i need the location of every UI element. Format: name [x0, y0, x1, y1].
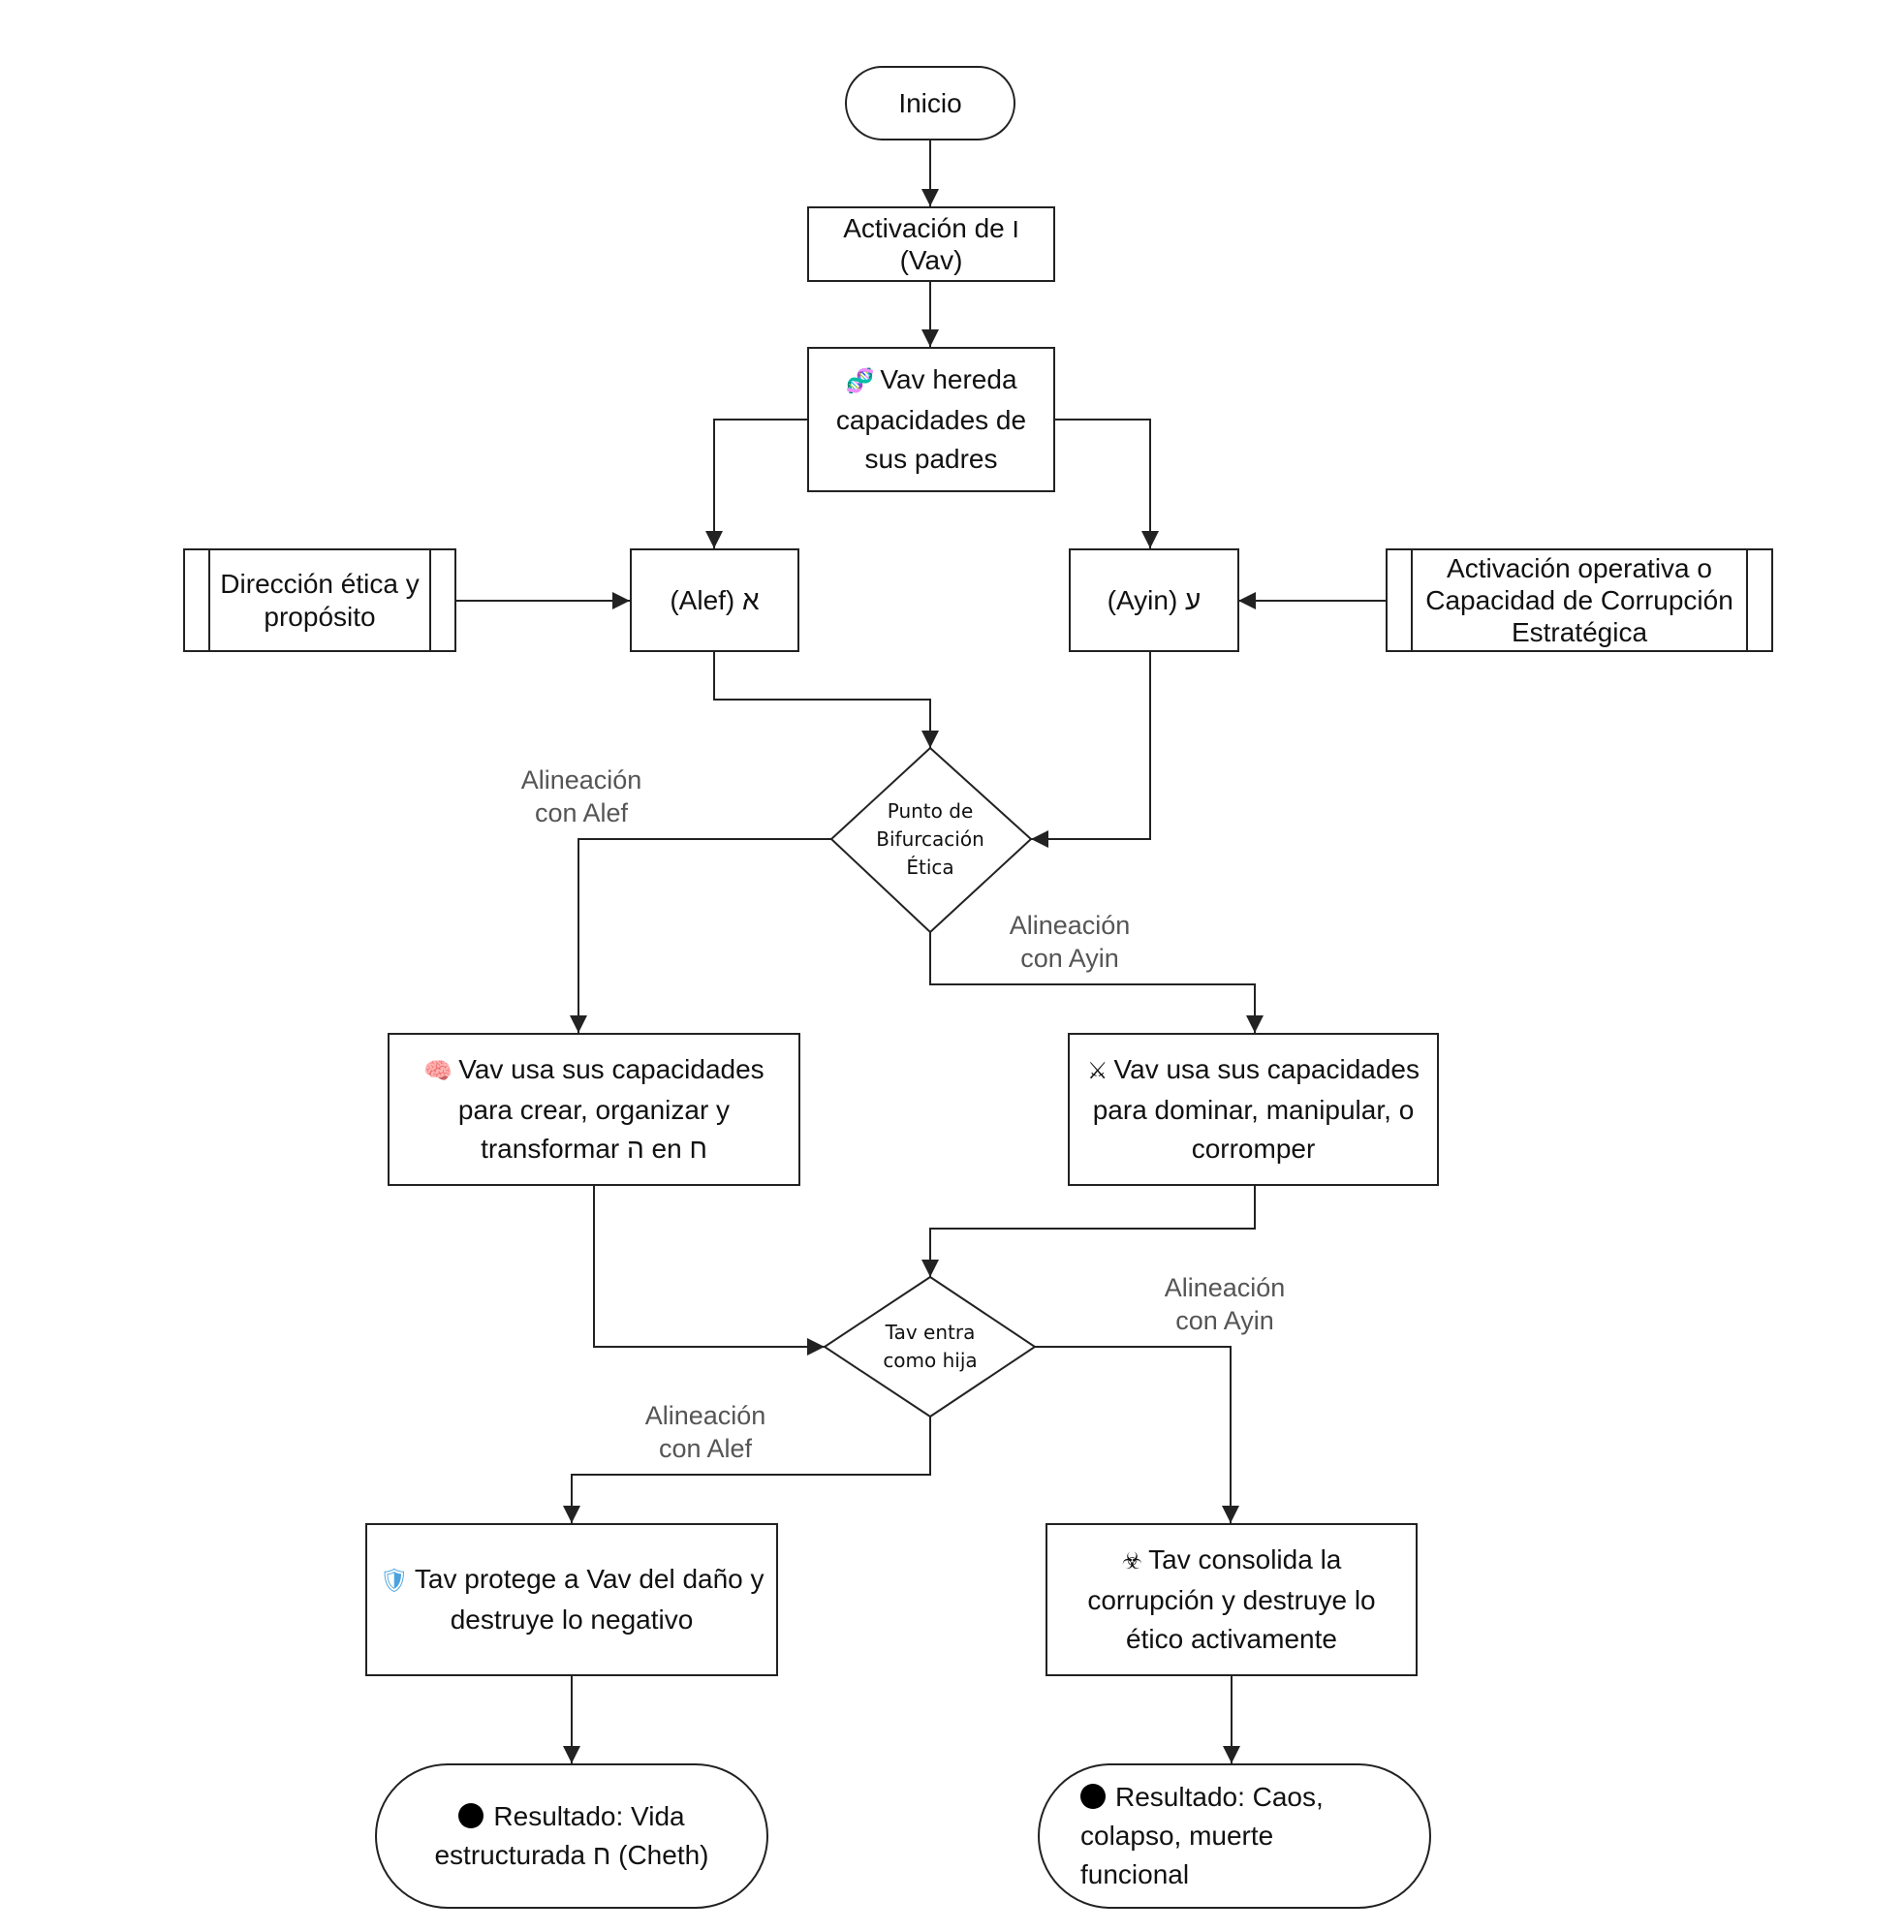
node-ayin: (Ayin) ע: [1069, 548, 1239, 652]
edge-tav-consolida: [1035, 1346, 1239, 1523]
edge-hereda-ayin: [1054, 419, 1159, 548]
node-direccion-etica: Dirección ética y propósito: [183, 548, 456, 652]
edge-label-alineacion-alef-2: Alineación con Alef: [644, 1401, 766, 1463]
node-direccion-etica-label: Dirección ética y propósito: [220, 568, 420, 632]
edge-hereda-alef: [705, 419, 807, 548]
node-tav-protege: 🛡Tav protege a Vav del daño y destruye l…: [365, 1523, 778, 1676]
node-resultado-vida: Resultado: Vida estructurada ח (Cheth): [375, 1763, 768, 1909]
decision-bifurcacion-label: Punto de Bifurcación Ética: [876, 798, 984, 879]
edge-label-alineacion-ayin-2: Alineación con Ayin: [1164, 1273, 1286, 1335]
node-resultado-caos-label: Resultado: Caos, colapso, muerte funcion…: [1080, 1782, 1324, 1889]
black-circle-icon: [458, 1803, 484, 1828]
node-inicio-label: Inicio: [898, 87, 962, 118]
edge-tav-protege: [563, 1417, 931, 1523]
node-activacion-operativa: Activación operativa o Capacidad de Corr…: [1386, 548, 1773, 652]
node-alef-label: (Alef) א: [670, 584, 760, 615]
node-vav-crear-label: Vav usa sus capacidades para crear, orga…: [457, 1054, 765, 1164]
edge-alef-bifurcacion: [713, 651, 939, 748]
node-vav-hereda: 🧬Vav hereda capacidades de sus padres: [807, 347, 1055, 492]
decision-diamond-bifurcacion: [829, 746, 1033, 934]
black-circle-icon: [1080, 1784, 1106, 1809]
biohazard-icon: ☣: [1121, 1548, 1143, 1574]
node-tav-consolida: ☣Tav consolida la corrupción y destruye …: [1046, 1523, 1418, 1676]
shield-icon: 🛡: [379, 1568, 409, 1594]
edge-label-alineacion-alef-1: Alineación con Alef: [520, 765, 642, 827]
node-activacion-vav: Activación de ו (Vav): [807, 206, 1055, 282]
node-tav-consolida-label: Tav consolida la corrupción y destruye l…: [1087, 1544, 1376, 1654]
crossed-swords-icon: ⚔: [1087, 1058, 1108, 1084]
dna-icon: 🧬: [845, 368, 875, 394]
node-ayin-label: (Ayin) ע: [1107, 584, 1202, 615]
edge-dominar-tav: [921, 1186, 1256, 1277]
edge-bifurcacion-crear: [570, 838, 831, 1033]
node-vav-dominar: ⚔Vav usa sus capacidades para dominar, m…: [1068, 1033, 1439, 1186]
node-vav-crear: 🧠Vav usa sus capacidades para crear, org…: [388, 1033, 800, 1186]
decision-tav-label: Tav entra como hija: [883, 1321, 978, 1372]
edge-label-alineacion-ayin-1: Alineación con Ayin: [1009, 911, 1131, 973]
node-resultado-vida-label: Resultado: Vida estructurada ח (Cheth): [434, 1801, 709, 1870]
node-alef: (Alef) א: [630, 548, 799, 652]
node-vav-hereda-label: Vav hereda capacidades de sus padres: [835, 364, 1027, 474]
decision-tav-text: Tav entra como hija: [860, 1316, 1000, 1378]
node-vav-dominar-label: Vav usa sus capacidades para dominar, ma…: [1092, 1054, 1420, 1164]
decision-diamond-tav: [823, 1275, 1037, 1418]
edge-bifurcacion-dominar: [929, 932, 1264, 1033]
node-activacion-operativa-label: Activación operativa o Capacidad de Corr…: [1425, 553, 1733, 647]
edge-ayin-bifurcacion: [1031, 651, 1151, 848]
decision-bifurcacion-text: Punto de Bifurcación Ética: [851, 795, 1010, 884]
node-activacion-vav-label: Activación de ו (Vav): [843, 213, 1019, 275]
node-inicio: Inicio: [845, 66, 1015, 140]
brain-icon: 🧠: [423, 1058, 453, 1084]
edge-crear-tav: [593, 1186, 825, 1356]
node-tav-protege-label: Tav protege a Vav del daño y destruye lo…: [414, 1564, 765, 1635]
node-resultado-caos: Resultado: Caos, colapso, muerte funcion…: [1038, 1763, 1431, 1909]
